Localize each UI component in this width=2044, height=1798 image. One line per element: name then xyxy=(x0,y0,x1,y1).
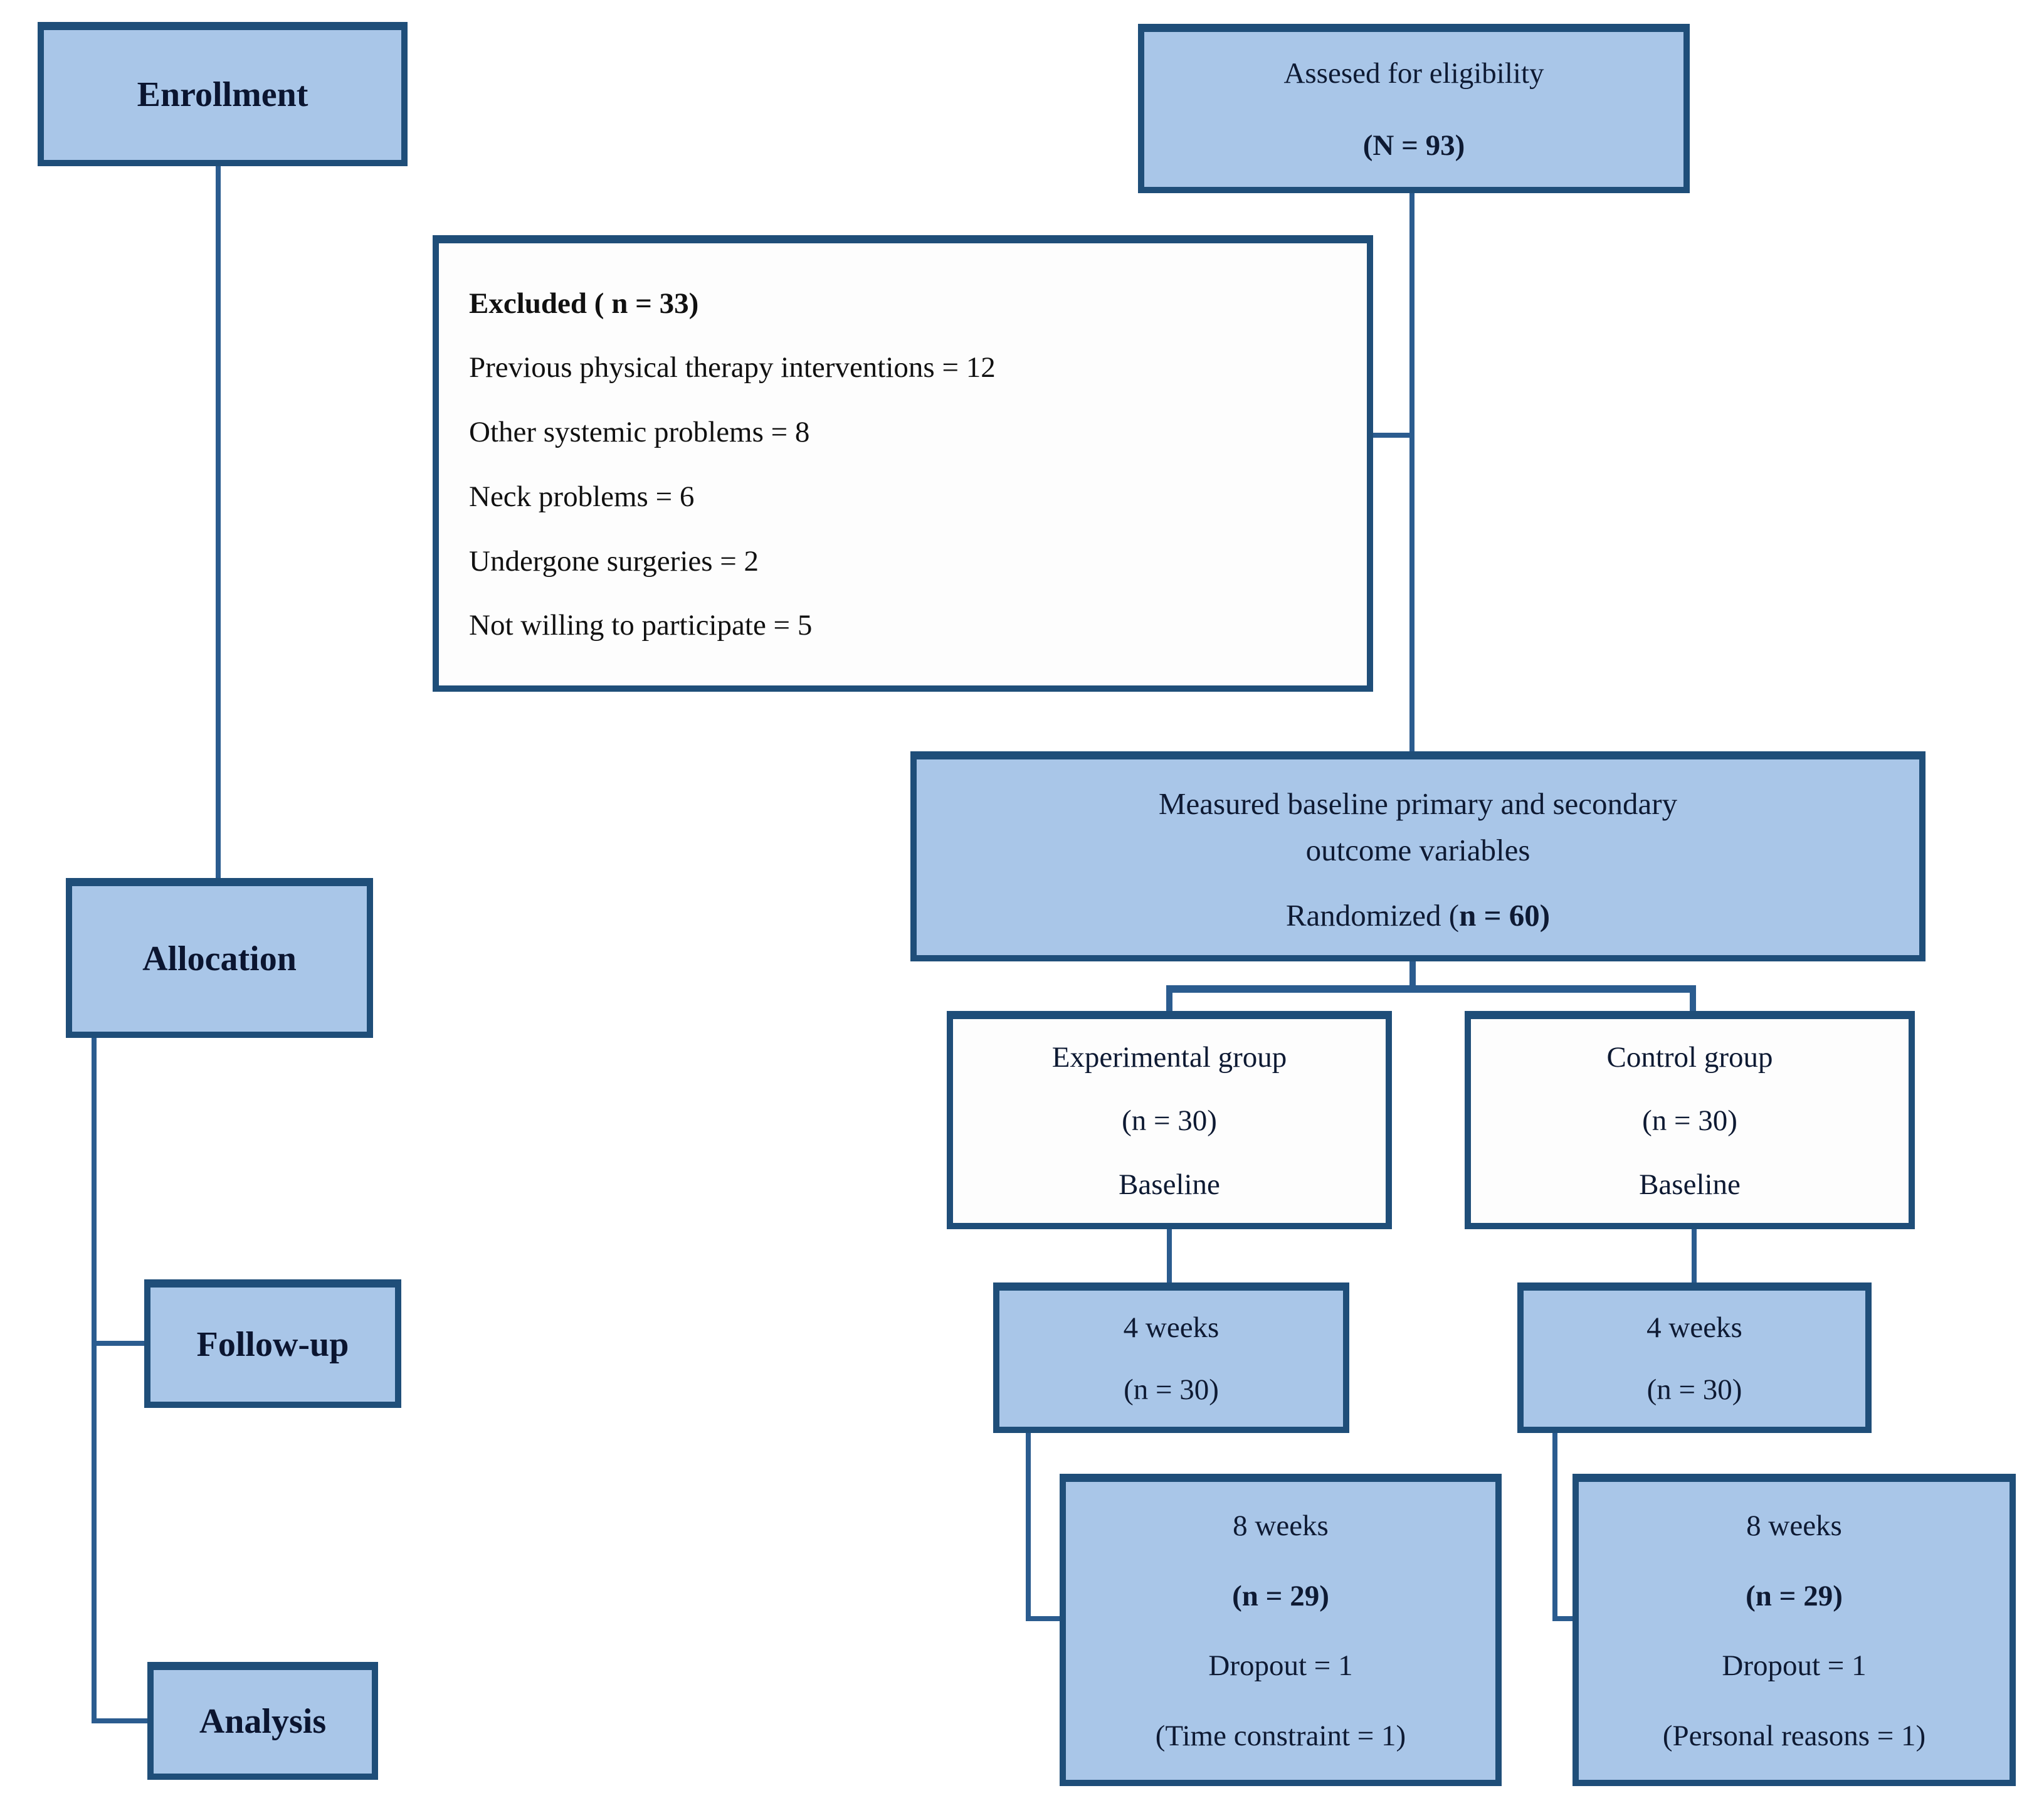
week4-ctrl-title: 4 weeks xyxy=(1646,1311,1742,1345)
connector-split-bar xyxy=(1166,985,1696,993)
enrollment-stage-box: Enrollment xyxy=(38,22,408,166)
measured-randomized-box: Measured baseline primary and secondary … xyxy=(910,751,1925,961)
week8-exp-count: (n = 29) xyxy=(1232,1579,1329,1612)
excluded-item: Neck problems = 6 xyxy=(469,480,695,513)
week8-exp-title: 8 weeks xyxy=(1233,1509,1329,1542)
experimental-baseline: Baseline xyxy=(1119,1168,1220,1202)
excluded-item: Undergone surgeries = 2 xyxy=(469,544,759,578)
connector-analysis-stub xyxy=(92,1718,147,1723)
week8-experimental-box: 8 weeks (n = 29) Dropout = 1 (Time const… xyxy=(1060,1474,1502,1786)
measured-line2: outcome variables xyxy=(1305,832,1530,867)
week4-control-box: 4 weeks (n = 30) xyxy=(1517,1282,1872,1433)
excluded-item: Other systemic problems = 8 xyxy=(469,416,810,449)
connector-allocation-down xyxy=(92,1038,97,1723)
connector-split-stem xyxy=(1409,961,1416,992)
connector-followup-stub xyxy=(92,1341,144,1346)
analysis-stage-box: Analysis xyxy=(147,1662,378,1780)
randomized-prefix: Randomized ( xyxy=(1285,898,1460,933)
control-group-box: Control group (n = 30) Baseline xyxy=(1465,1011,1915,1229)
connector-4weeks-to-8weeks-ctrl-h xyxy=(1552,1616,1573,1621)
analysis-label: Analysis xyxy=(199,1702,327,1742)
excluded-item: Not willing to participate = 5 xyxy=(469,609,813,642)
experimental-group-box: Experimental group (n = 30) Baseline xyxy=(947,1011,1392,1229)
week8-ctrl-dropout: Dropout = 1 xyxy=(1722,1649,1867,1683)
control-baseline: Baseline xyxy=(1639,1168,1741,1202)
excluded-box: Excluded ( n = 33) Previous physical the… xyxy=(433,235,1373,692)
control-count: (n = 30) xyxy=(1642,1104,1737,1138)
week4-ctrl-count: (n = 30) xyxy=(1646,1373,1742,1406)
week8-exp-dropout: Dropout = 1 xyxy=(1208,1649,1353,1683)
week8-exp-reason: (Time constraint = 1) xyxy=(1155,1720,1406,1753)
connector-split-left-drop xyxy=(1166,985,1172,1011)
connector-split-right-drop xyxy=(1690,985,1696,1011)
connector-assessed-to-measured xyxy=(1409,193,1414,751)
followup-label: Follow-up xyxy=(196,1325,349,1364)
connector-4weeks-to-8weeks-exp-h xyxy=(1026,1616,1060,1621)
week8-ctrl-title: 8 weeks xyxy=(1746,1509,1842,1542)
randomized-count: n = 60) xyxy=(1459,898,1551,933)
week8-ctrl-reason: (Personal reasons = 1) xyxy=(1662,1720,1926,1753)
allocation-label: Allocation xyxy=(142,939,297,978)
week4-exp-title: 4 weeks xyxy=(1123,1311,1220,1345)
week8-control-box: 8 weeks (n = 29) Dropout = 1 (Personal r… xyxy=(1573,1474,2016,1786)
week8-ctrl-count: (n = 29) xyxy=(1746,1579,1843,1612)
measured-line1: Measured baseline primary and secondary xyxy=(1158,786,1678,822)
control-title: Control group xyxy=(1606,1040,1773,1074)
excluded-item: Previous physical therapy interventions … xyxy=(469,351,996,384)
connector-control-to-4weeks xyxy=(1692,1229,1697,1282)
week4-experimental-box: 4 weeks (n = 30) xyxy=(993,1282,1349,1433)
allocation-stage-box: Allocation xyxy=(66,878,373,1038)
randomized-line: Randomized (n = 60) xyxy=(1286,898,1550,933)
connector-4weeks-to-8weeks-exp-v xyxy=(1026,1433,1031,1621)
measured-text: Measured baseline primary and secondary … xyxy=(1159,781,1677,873)
connector-enrollment-to-allocation xyxy=(216,166,221,878)
experimental-count: (n = 30) xyxy=(1122,1104,1217,1138)
connector-excluded-stub xyxy=(1373,433,1412,438)
assessed-box: Assesed for eligibility (N = 93) xyxy=(1138,24,1690,193)
followup-stage-box: Follow-up xyxy=(144,1279,401,1408)
connector-experimental-to-4weeks xyxy=(1167,1229,1172,1282)
connector-4weeks-to-8weeks-ctrl-v xyxy=(1552,1433,1557,1621)
experimental-title: Experimental group xyxy=(1051,1040,1287,1074)
assessed-count: (N = 93) xyxy=(1362,129,1465,162)
assessed-title: Assesed for eligibility xyxy=(1283,56,1544,90)
enrollment-label: Enrollment xyxy=(137,75,308,115)
excluded-title: Excluded ( n = 33) xyxy=(469,287,699,320)
week4-exp-count: (n = 30) xyxy=(1124,1373,1219,1406)
